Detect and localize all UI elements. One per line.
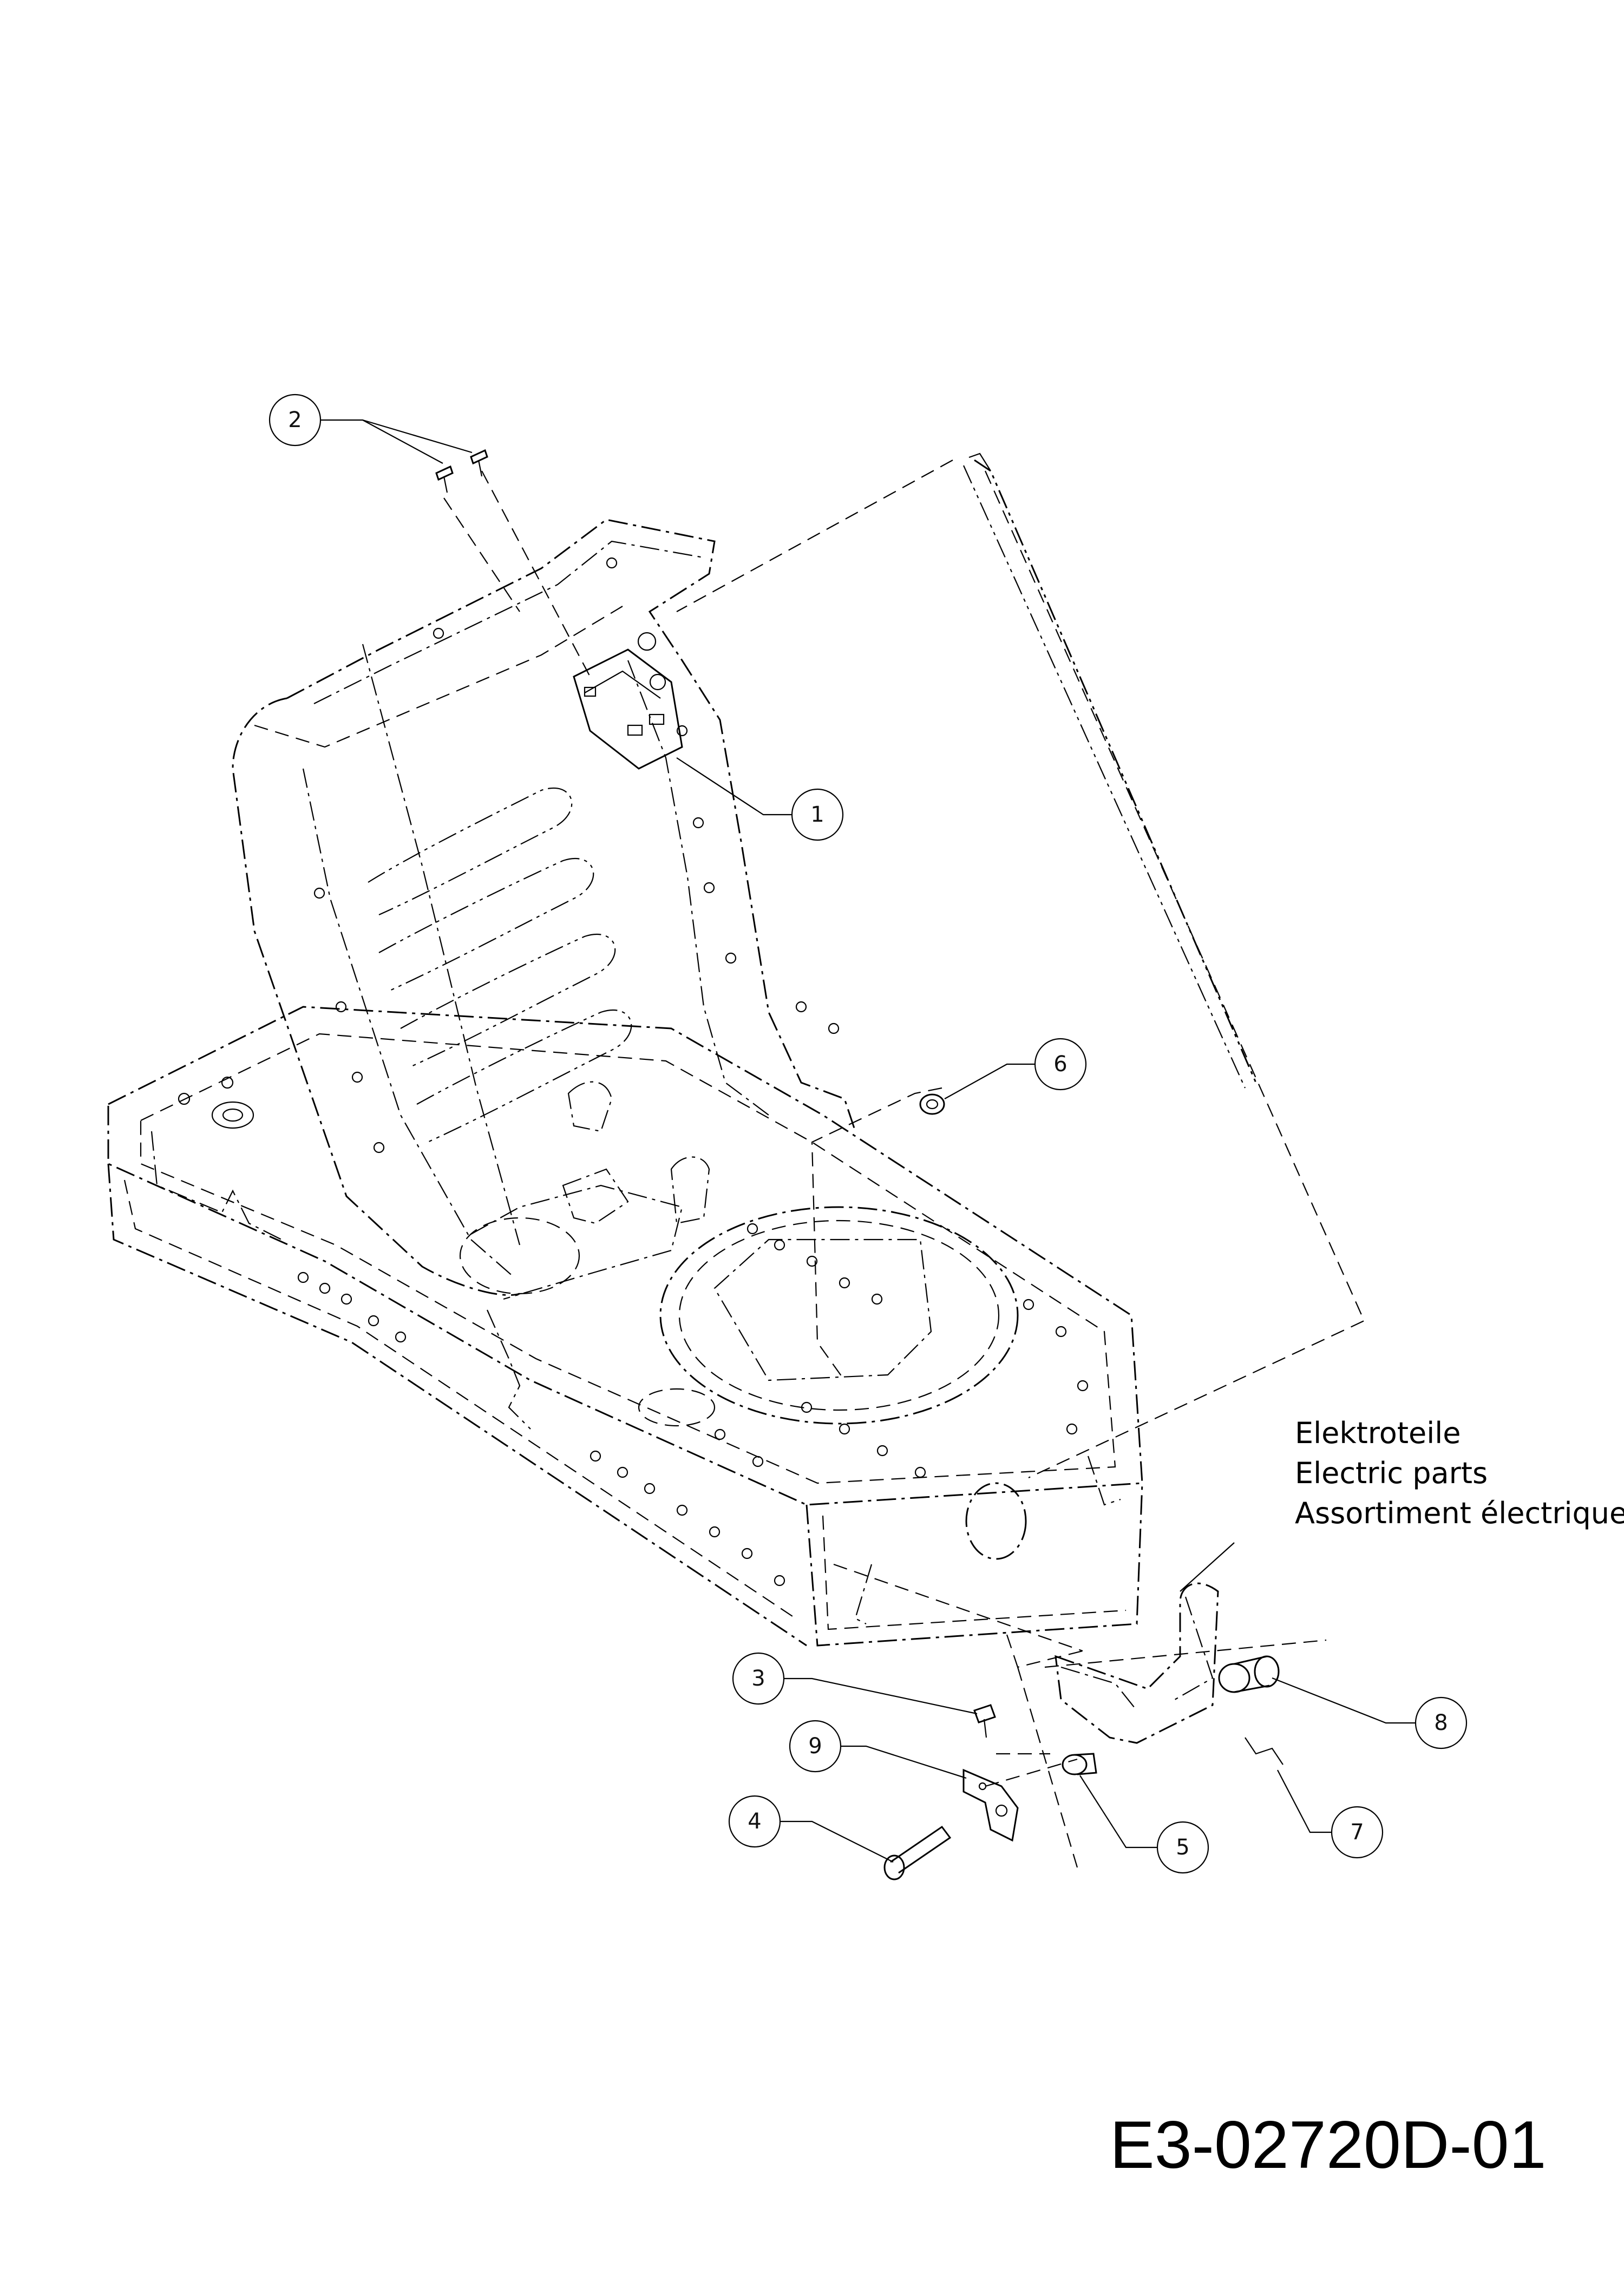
callout-7-text: 7 xyxy=(1350,1820,1364,1845)
callout-9-text: 9 xyxy=(808,1734,822,1759)
callout-4: 4 xyxy=(728,1795,781,1848)
seat-drawing xyxy=(232,519,856,1300)
callout-6: 6 xyxy=(1034,1038,1087,1091)
callout-1: 1 xyxy=(791,788,844,841)
callout-6-text: 6 xyxy=(1053,1052,1067,1077)
electric-parts-label: Elektroteile Electric parts Assortiment … xyxy=(1295,1416,1624,1530)
drawing-number: E3-02720D-01 xyxy=(1110,2108,1547,2182)
callout-8-text: 8 xyxy=(1434,1710,1448,1735)
callout-5: 5 xyxy=(1156,1821,1209,1874)
label-line-en: Electric parts xyxy=(1295,1456,1488,1490)
callout-1-text: 1 xyxy=(810,802,824,827)
callout-2-text: 2 xyxy=(288,408,302,432)
cable-drawing xyxy=(962,453,1257,1089)
callout-8: 8 xyxy=(1415,1696,1468,1749)
grommet-part-6 xyxy=(919,1093,945,1115)
electric-parts-drawing xyxy=(883,1582,1284,1880)
explosion-lines xyxy=(443,460,1365,1868)
callout-3-text: 3 xyxy=(751,1666,765,1691)
label-line-de: Elektroteile xyxy=(1295,1416,1461,1450)
callout-5-text: 5 xyxy=(1176,1835,1189,1860)
callout-9: 9 xyxy=(789,1720,842,1773)
callout-3: 3 xyxy=(732,1652,785,1705)
seat-switch-drawing xyxy=(573,632,683,770)
callout-7: 7 xyxy=(1331,1806,1384,1859)
leader-lines xyxy=(320,419,1416,1863)
bolts-part-2 xyxy=(435,449,488,493)
callout-2: 2 xyxy=(269,394,322,447)
frame-drawing xyxy=(107,1006,1143,1647)
label-line-fr: Assortiment électrique xyxy=(1295,1496,1624,1530)
callout-4-text: 4 xyxy=(748,1809,761,1834)
